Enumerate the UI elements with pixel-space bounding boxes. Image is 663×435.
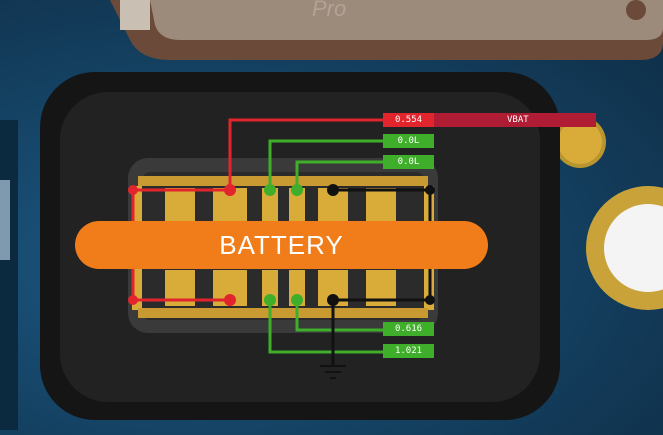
- via-pad-inner: [558, 120, 602, 164]
- vbat-node-bottom: [224, 294, 236, 306]
- mount-hole: [604, 204, 663, 292]
- bottom-pin-2-measurement[interactable]: 1.021: [383, 344, 434, 358]
- shield-edge: [150, 0, 663, 40]
- ground-node-corner-bottom: [425, 295, 435, 305]
- signal-node-3: [291, 294, 303, 306]
- watermark: Pro: [312, 0, 347, 21]
- shield-corner: [120, 0, 150, 30]
- top-pin-1-measurement[interactable]: 0.0L: [383, 134, 434, 148]
- left-edge: [0, 120, 18, 430]
- via-top: [626, 0, 646, 20]
- vbat-name: VBAT: [507, 115, 529, 125]
- ground-node-top: [327, 184, 339, 196]
- ground-icon: [320, 365, 346, 379]
- ground-node-bottom: [327, 294, 339, 306]
- left-component: [0, 180, 10, 260]
- signal-traces: [268, 139, 383, 354]
- vbat-node-top: [224, 184, 236, 196]
- ground-node-corner-top: [425, 185, 435, 195]
- top-pads: [132, 176, 434, 226]
- bottom-pin-1-measurement[interactable]: 0.616: [383, 322, 434, 336]
- top-pin-2-measurement[interactable]: 0.0L: [383, 155, 434, 169]
- signal-node-1: [264, 184, 276, 196]
- signal-node-2: [291, 184, 303, 196]
- vbat-node-corner-bottom: [128, 295, 138, 305]
- battery-label: BATTERY: [75, 221, 488, 269]
- vbat-value: 0.554: [383, 113, 434, 127]
- signal-node-4: [264, 294, 276, 306]
- vbat-measurement-tag[interactable]: 0.554 VBAT: [383, 113, 596, 127]
- vbat-node-corner-top: [128, 185, 138, 195]
